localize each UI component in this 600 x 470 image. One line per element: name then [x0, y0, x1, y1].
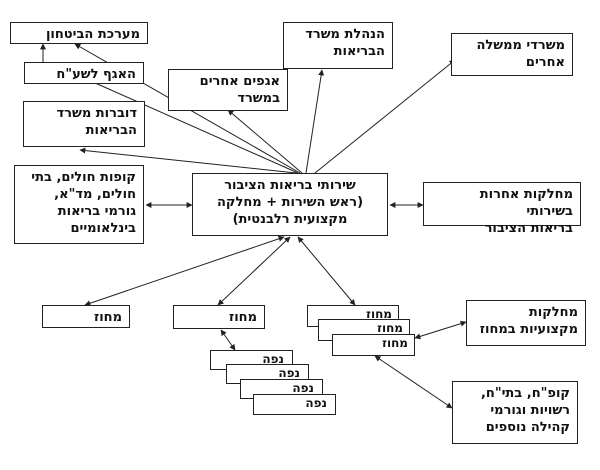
node-spokespersons: דוברות משרד הבריאות [23, 101, 145, 147]
node-security-system: מערכת הביטחון [10, 22, 148, 44]
arrow-district-right [297, 236, 356, 306]
node-district-left: מחוז [42, 305, 130, 328]
node-local-bodies: קופ"ח, בתי"ח, רשויות וגורמי קהילה נוספים [452, 381, 578, 444]
arrow-district-mid [217, 236, 291, 306]
node-district-mid: מחוז [173, 305, 265, 329]
arrow-professional-departments [414, 320, 467, 340]
arrow-to-spokespersons [79, 147, 297, 174]
arrow-to-emergency-dept [74, 73, 299, 174]
arrow-to-other-ministries [314, 59, 456, 174]
node-other-divisions: אגפים אחרים במשרד [168, 69, 288, 111]
node-emergency-dept: האגף לשע"ח [24, 62, 144, 84]
arrow-local-bodies [374, 355, 453, 409]
node-hmos: קופות חולים, בתי חולים, מד"א, גורמי בריא… [14, 165, 144, 244]
node-public-health-service: שירותי בריאות הציבור (ראש השירות + מחלקה… [192, 173, 388, 236]
arrow-to-ministry-management [305, 69, 325, 174]
node-other-phs-departments: מחלקות אחרות בשירותי בריאות הציבור [423, 182, 581, 236]
node-professional-departments: מחלקות מקצועיות במחוז [466, 300, 586, 346]
node-ministry-management: הנהלת משרד הבריאות [283, 22, 393, 69]
arrow-subdistricts [220, 329, 236, 351]
node-district-right-3: מחוז [332, 334, 415, 356]
node-subdistrict-4: נפה [253, 394, 336, 415]
node-other-ministries: משרדי ממשלה אחרים [451, 33, 573, 76]
arrow-to-other-divisions [227, 109, 303, 174]
